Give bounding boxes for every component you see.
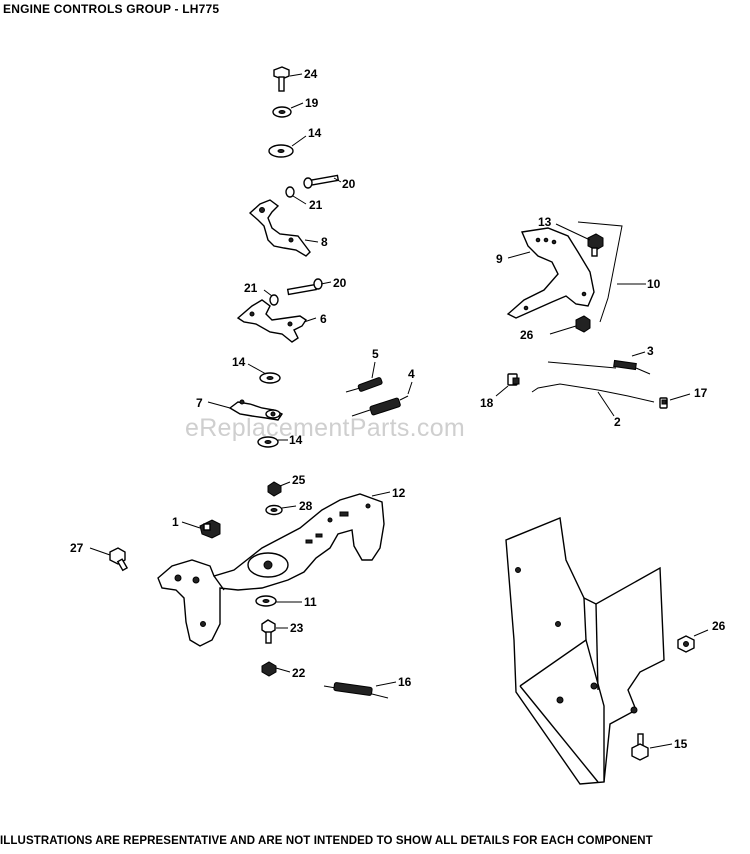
callout-14-middle: 14 <box>232 355 246 369</box>
part-1-clip[interactable] <box>199 519 221 539</box>
part-20-pin-lower[interactable] <box>286 278 323 296</box>
callout-23: 23 <box>290 621 304 635</box>
part-21-clip-lower[interactable] <box>269 294 279 306</box>
part-25-nut[interactable] <box>267 481 282 497</box>
callout-7: 7 <box>196 396 203 410</box>
disclaimer-footer: ILLUSTRATIONS ARE REPRESENTATIVE AND ARE… <box>0 835 653 847</box>
part-13-screw[interactable] <box>587 233 604 257</box>
part-9-lever[interactable] <box>506 227 595 319</box>
callout-2: 2 <box>614 415 621 429</box>
callout-18: 18 <box>480 396 494 410</box>
part-14-washer-lower[interactable] <box>257 436 279 448</box>
part-8-lever[interactable] <box>248 199 311 257</box>
callout-22: 22 <box>292 666 306 680</box>
callout-28: 28 <box>299 499 313 513</box>
part-24-bolt[interactable] <box>273 66 290 92</box>
callout-14: 14 <box>308 126 322 140</box>
part-17-clip[interactable] <box>659 397 668 409</box>
part-26-nut[interactable] <box>575 315 591 333</box>
part-22-nut[interactable] <box>261 661 277 677</box>
part-15-bolt[interactable] <box>631 733 649 761</box>
callout-14-lower: 14 <box>289 433 303 447</box>
callout-1: 1 <box>172 515 179 529</box>
callout-8: 8 <box>321 235 328 249</box>
part-23-bolt[interactable] <box>261 619 276 644</box>
callout-26: 26 <box>520 328 534 342</box>
part-3-rod[interactable] <box>547 359 651 375</box>
part-2-rod[interactable] <box>531 383 655 403</box>
part-14-washer-middle[interactable] <box>259 372 281 384</box>
part-4-spring[interactable] <box>351 395 409 417</box>
part-18-clip[interactable] <box>507 373 520 386</box>
callout-25: 25 <box>292 473 306 487</box>
part-28-washer[interactable] <box>265 504 283 516</box>
part-11-washer[interactable] <box>255 595 277 607</box>
callout-12: 12 <box>392 486 406 500</box>
part-7-bracket[interactable] <box>228 399 284 421</box>
callout-9: 9 <box>496 252 503 266</box>
callout-20: 20 <box>342 177 356 191</box>
callout-26-lower: 26 <box>712 619 726 633</box>
callout-6: 6 <box>320 312 327 326</box>
part-19-washer[interactable] <box>272 106 292 118</box>
part-16-spring[interactable] <box>323 682 389 699</box>
part-12-bracket[interactable] <box>157 493 385 647</box>
part-14-washer[interactable] <box>268 144 294 158</box>
callout-27: 27 <box>70 541 84 555</box>
callout-21-lower: 21 <box>244 281 258 295</box>
part-26-nut-lower[interactable] <box>677 635 695 653</box>
callout-5: 5 <box>372 347 379 361</box>
page-title: ENGINE CONTROLS GROUP - LH775 <box>3 2 220 16</box>
callout-19: 19 <box>305 96 319 110</box>
part-20-pin[interactable] <box>303 174 340 189</box>
callout-17: 17 <box>694 386 708 400</box>
callout-4: 4 <box>408 367 415 381</box>
callout-11: 11 <box>304 595 317 609</box>
part-shroud-box[interactable] <box>505 517 665 785</box>
watermark: eReplacementParts.com <box>185 414 466 442</box>
part-27-bolt[interactable] <box>109 547 129 572</box>
callout-10: 10 <box>647 277 661 291</box>
callout-13: 13 <box>538 215 552 229</box>
part-5-spring[interactable] <box>345 377 383 393</box>
callout-16: 16 <box>398 675 412 689</box>
callout-21: 21 <box>309 198 323 212</box>
callout-15: 15 <box>674 737 688 751</box>
part-21-clip[interactable] <box>285 186 295 198</box>
part-6-lever[interactable] <box>236 299 307 343</box>
callout-24: 24 <box>304 67 318 81</box>
callout-20-lower: 20 <box>333 276 347 290</box>
callout-3: 3 <box>647 344 654 358</box>
